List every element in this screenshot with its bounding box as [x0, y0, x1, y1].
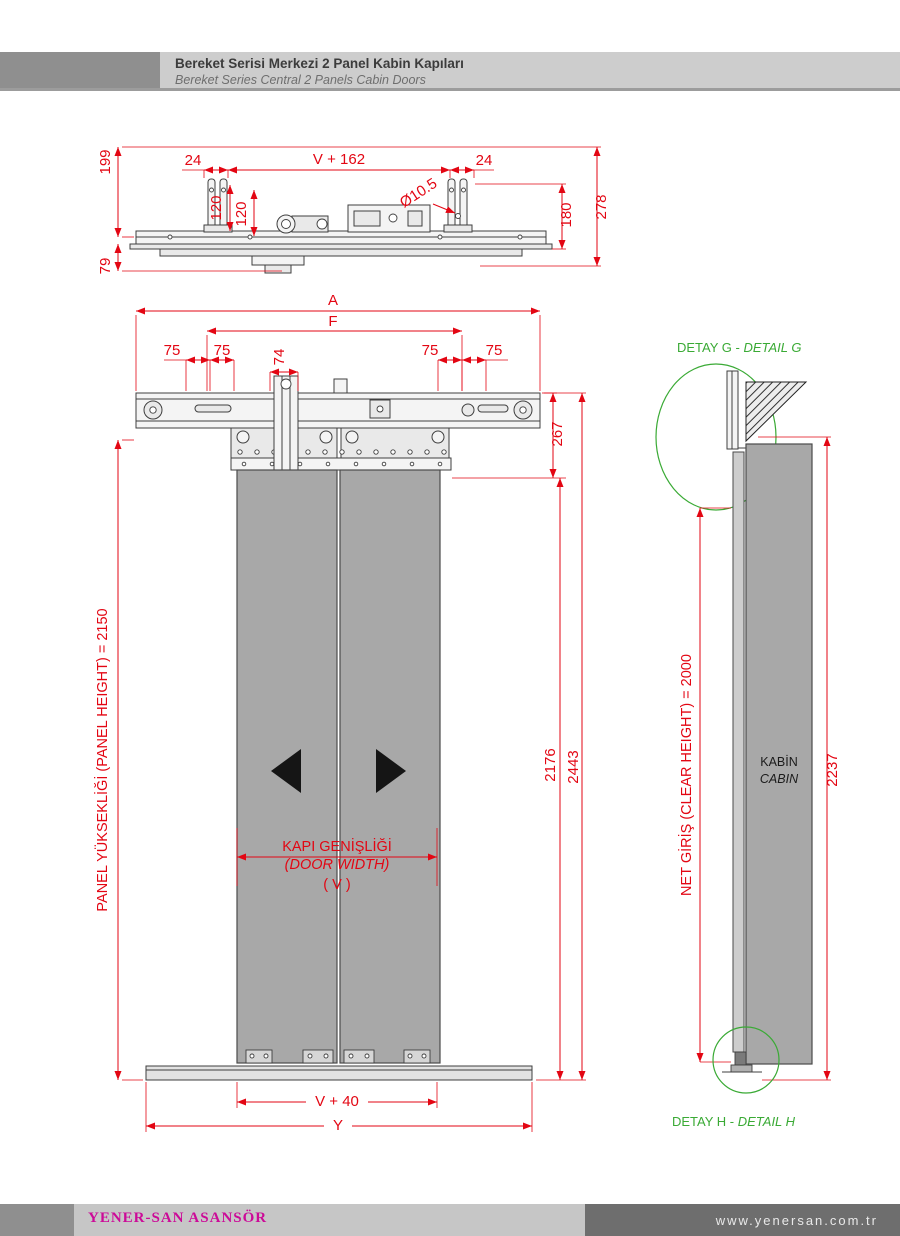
dim-door-width-v: ( V ) [323, 877, 350, 893]
dim-2176: 2176 [542, 748, 559, 781]
dim-278: 278 [593, 194, 610, 219]
door-operator-box [347, 204, 431, 233]
left-arrow-icon [271, 749, 301, 793]
dim-180: 180 [558, 202, 575, 227]
top-view-assembly [129, 178, 553, 274]
dim-75-right-a: 75 [422, 342, 439, 359]
dim-75-right-b: 75 [486, 342, 503, 359]
company-name: YENER-SAN ASANSÖR [88, 1210, 268, 1226]
dim-panel-height: PANEL YÜKSEKLİĞİ (PANEL HEIGHT) = 2150 [93, 608, 111, 911]
dim-75-left-a: 75 [164, 342, 181, 359]
website-url: www.yenersan.com.tr [715, 1212, 878, 1228]
dim-door-width-en: (DOOR WIDTH) [285, 857, 390, 873]
dim-v-plus-40: V + 40 [315, 1093, 359, 1110]
detail-g-label: DETAY G - DETAIL G [677, 340, 802, 355]
panel-bottom-guides [245, 1049, 431, 1064]
dim-v-plus-162: V + 162 [313, 151, 365, 168]
dim-120-b: 120 [233, 201, 250, 226]
door-panel-side [732, 451, 745, 1053]
detail-h-circle [712, 1026, 780, 1094]
dim-267: 267 [549, 421, 566, 446]
side-view: DETAY G - DETAIL G KABİN CABIN NET GİRİŞ… [655, 340, 841, 1129]
dim-199: 199 [97, 149, 114, 174]
right-hanger-bracket [443, 178, 473, 233]
detail-h-label: DETAY H - DETAIL H [672, 1114, 796, 1129]
dim-2443: 2443 [565, 750, 582, 783]
dim-75-left-b: 75 [214, 342, 231, 359]
left-hanger-bracket [203, 178, 233, 233]
front-view: A F 75 75 75 75 [93, 292, 586, 1134]
cabin-wall [745, 443, 813, 1065]
page-title-turkish: Bereket Serisi Merkezi 2 Panel Kabin Kap… [175, 56, 464, 71]
front-view-dimensions: A F 75 75 75 75 [93, 292, 586, 1134]
top-view: 199 79 278 180 24 [97, 146, 610, 275]
right-arrow-icon [376, 749, 406, 793]
dim-24-right: 24 [476, 152, 493, 169]
gear-motor [276, 214, 329, 234]
cabin-label-en: CABIN [760, 772, 799, 786]
dim-A: A [328, 292, 338, 309]
header-underline [0, 88, 900, 91]
dim-79: 79 [97, 258, 114, 275]
footer-dark-block: www.yenersan.com.tr [585, 1204, 900, 1236]
footer-accent-block [0, 1204, 74, 1236]
dim-74: 74 [271, 349, 288, 366]
dim-24-left: 24 [185, 152, 202, 169]
cabin-label-tr: KABİN [760, 755, 798, 769]
dim-Y: Y [333, 1117, 343, 1134]
header-accent-block [0, 52, 160, 88]
dim-door-width-tr: KAPI GENİŞLİĞİ [282, 837, 392, 855]
page-title-english: Bereket Series Central 2 Panels Cabin Do… [175, 73, 426, 87]
dim-2237: 2237 [824, 753, 841, 786]
door-sill [145, 1065, 533, 1081]
bottom-guide-detail [722, 1051, 762, 1073]
side-view-dimensions: NET GİRİŞ (CLEAR HEIGHT) = 2000 2237 [677, 436, 841, 1081]
page-title-block: Bereket Serisi Merkezi 2 Panel Kabin Kap… [175, 55, 464, 88]
dim-120-a: 120 [208, 195, 225, 220]
door-header-mechanism [135, 375, 541, 531]
dim-clear-height: NET GİRİŞ (CLEAR HEIGHT) = 2000 [677, 654, 695, 896]
dim-F: F [328, 313, 337, 330]
